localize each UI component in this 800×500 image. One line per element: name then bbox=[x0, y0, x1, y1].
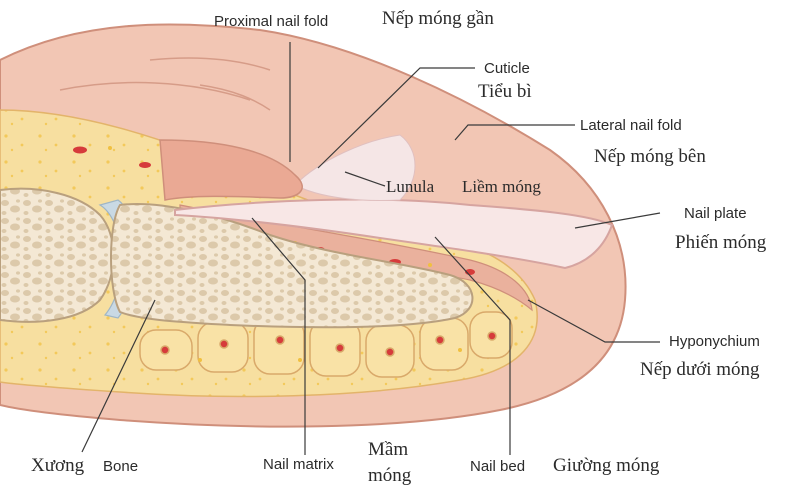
label-lunula-en: Lunula bbox=[386, 177, 435, 196]
lunula bbox=[294, 134, 416, 201]
label-lunula-vi: Liềm móng bbox=[462, 177, 541, 196]
skin-crease bbox=[59, 81, 251, 101]
label-proximal-nail-fold-vi: Nếp móng gần bbox=[382, 8, 494, 29]
label-lateral-nail-fold-en: Lateral nail fold bbox=[580, 117, 682, 134]
label-hyponychium-en: Hyponychium bbox=[669, 333, 760, 350]
leader-lateral-nail-fold bbox=[454, 124, 575, 141]
skin-crease bbox=[149, 57, 271, 71]
label-hyponychium-vi: Nếp dưới móng bbox=[640, 359, 760, 380]
label-nail-matrix-vi-line1: Mầm bbox=[368, 439, 409, 460]
label-nail-bed-en: Nail bed bbox=[470, 458, 526, 475]
label-nail-matrix-en: Nail matrix bbox=[263, 456, 334, 473]
leader-nail-bed bbox=[434, 236, 511, 455]
label-proximal-nail-fold-en: Proximal nail fold bbox=[214, 13, 329, 30]
label-cuticle-vi: Tiểu bì bbox=[478, 81, 532, 102]
leader-cuticle bbox=[317, 67, 475, 169]
label-bone-vi: Xương bbox=[31, 455, 85, 476]
leader-nail-plate bbox=[574, 212, 661, 229]
label-lateral-nail-fold-vi: Nếp móng bên bbox=[594, 146, 706, 167]
label-cuticle-en: Cuticle bbox=[484, 60, 530, 77]
label-nail-matrix-vi-line2: móng bbox=[368, 465, 412, 486]
leader-lunula bbox=[344, 171, 386, 187]
label-nail-plate-vi: Phiến móng bbox=[675, 232, 767, 253]
proximal-fold bbox=[159, 139, 303, 201]
leader-hyponychium bbox=[527, 299, 660, 343]
leader-lines bbox=[81, 42, 661, 455]
label-bone-en: Bone bbox=[103, 458, 139, 475]
label-nail-bed-vi: Giường móng bbox=[553, 455, 660, 476]
leader-bone bbox=[81, 299, 156, 453]
distal-bone bbox=[110, 203, 474, 329]
leader-nail-matrix bbox=[251, 217, 306, 455]
label-nail-plate-en: Nail plate bbox=[684, 205, 747, 222]
skin-crease bbox=[199, 84, 271, 111]
